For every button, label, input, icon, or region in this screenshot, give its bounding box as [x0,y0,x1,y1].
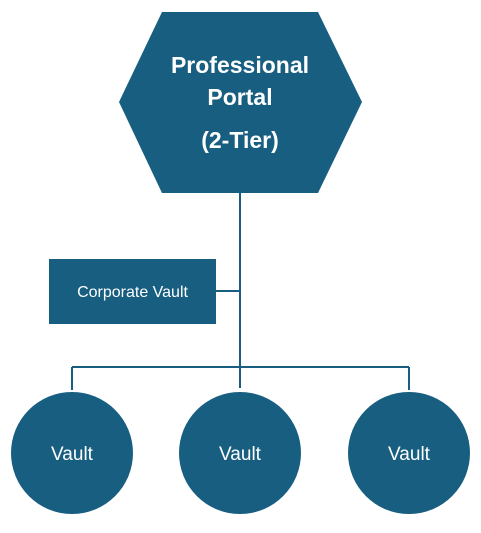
vault-label: Vault [388,444,431,465]
corporate-vault-node: Corporate Vault [49,259,216,324]
vault-label: Vault [51,444,94,465]
corporate-vault-label: Corporate Vault [77,284,188,301]
portal-hexagon [119,12,362,193]
vault-node-left: Vault [11,392,133,514]
connector-lines [71,192,410,390]
portal-tier-label: (2-Tier) [201,127,279,153]
vault-label: Vault [219,444,262,465]
vault-circle [348,392,470,514]
vault-node-right: Vault [348,392,470,514]
vault-node-center: Vault [179,392,301,514]
portal-node: Professional Portal (2-Tier) [119,12,362,193]
vault-circle [179,392,301,514]
portal-title-line1: Professional [171,52,309,78]
vault-circle [11,392,133,514]
portal-title-line2: Portal [207,84,272,110]
corporate-vault-box [49,259,216,324]
